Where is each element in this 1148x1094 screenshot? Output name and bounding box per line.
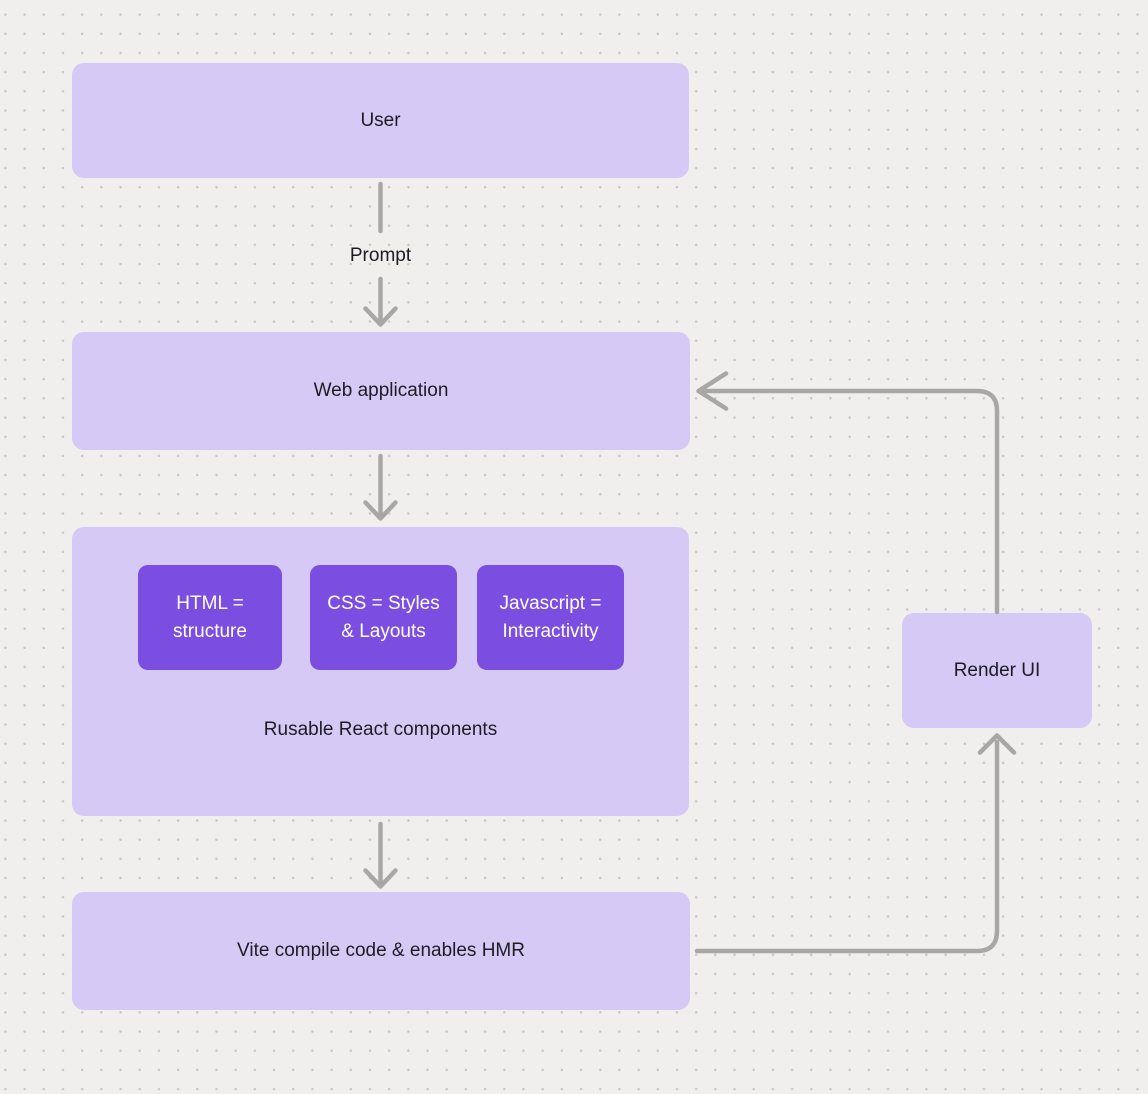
node-render-ui-label: Render UI	[953, 659, 1041, 681]
arrowhead-left-icon	[696, 371, 729, 411]
chip-javascript-interactivity[interactable]: Javascript = Interactivity	[477, 565, 624, 670]
chip-html-structure-label: HTML = structure	[173, 592, 247, 642]
node-web-application[interactable]: Web application	[72, 332, 690, 450]
edge-label-prompt[interactable]: Prompt	[349, 245, 412, 266]
chip-css-styles[interactable]: CSS = Styles & Layouts	[310, 565, 457, 670]
chip-css-styles-label: CSS = Styles & Layouts	[327, 592, 440, 642]
edge-vite-render[interactable]	[694, 733, 1017, 954]
arrowhead-down-icon	[363, 500, 398, 521]
node-web-application-label: Web application	[313, 380, 449, 401]
node-react-components-caption: Rusable React components	[263, 719, 498, 740]
node-vite-compile-label: Vite compile code & enables HMR	[237, 940, 525, 961]
node-render-ui[interactable]: Render UI	[902, 613, 1092, 728]
edge-segment	[694, 739, 1000, 954]
arrowhead-down-icon	[363, 868, 398, 889]
chip-javascript-interactivity-label: Javascript = Interactivity	[499, 592, 602, 642]
arrowhead-down-icon	[363, 306, 398, 327]
node-react-components-container[interactable]: HTML = structure CSS = Styles & Layouts …	[72, 527, 689, 816]
arrowhead-up-icon	[977, 733, 1017, 755]
node-user-label: User	[360, 109, 401, 131]
edge-webapp-components[interactable]	[363, 453, 398, 521]
edge-render-webapp[interactable]	[696, 371, 1000, 615]
edge-segment	[701, 388, 1000, 615]
edge-components-vite[interactable]	[363, 821, 398, 889]
node-vite-compile[interactable]: Vite compile code & enables HMR	[72, 892, 690, 1010]
chip-html-structure[interactable]: HTML = structure	[138, 565, 282, 670]
node-user[interactable]: User	[72, 63, 689, 178]
